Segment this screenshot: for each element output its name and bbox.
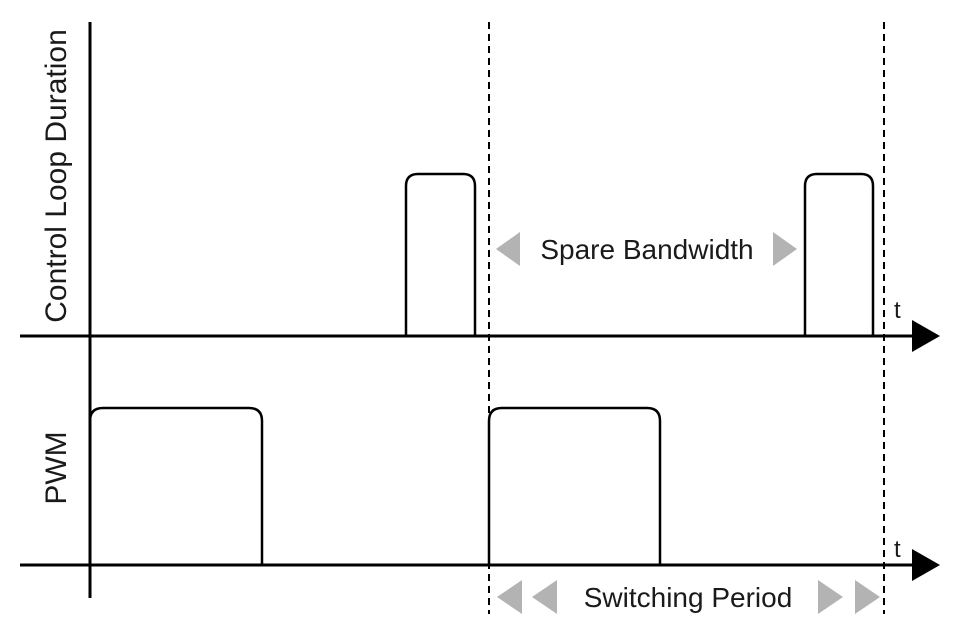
- pwm-lane: PWM t Switching Period: [20, 406, 940, 614]
- control-loop-lane: Control Loop Duration t Spare Bandwidth: [20, 29, 940, 352]
- spare-bandwidth-annotation: Spare Bandwidth: [496, 232, 797, 266]
- spare-bandwidth-label: Spare Bandwidth: [540, 234, 753, 265]
- pwm-pulse-1: [88, 406, 264, 565]
- pwm-time-arrow-icon: [912, 549, 940, 581]
- switching-period-left-arrow-outer-icon: [497, 580, 522, 614]
- switching-period-annotation: Switching Period: [497, 580, 880, 614]
- switching-period-left-arrow-inner-icon: [532, 580, 557, 614]
- switching-period-label: Switching Period: [584, 582, 793, 613]
- pwm-pulse-2: [487, 406, 662, 565]
- control-loop-pulse-1: [404, 172, 477, 336]
- control-loop-axis-label: Control Loop Duration: [40, 29, 73, 323]
- spare-bandwidth-right-arrow-icon: [773, 232, 797, 266]
- pwm-time-label: t: [894, 536, 901, 563]
- control-loop-time-label: t: [894, 297, 901, 324]
- control-loop-pulse-2: [803, 172, 875, 336]
- pwm-axis-label: PWM: [40, 431, 73, 504]
- spare-bandwidth-left-arrow-icon: [496, 232, 520, 266]
- control-loop-time-arrow-icon: [912, 320, 940, 352]
- switching-period-right-arrow-inner-icon: [818, 580, 843, 614]
- switching-period-right-arrow-outer-icon: [855, 580, 880, 614]
